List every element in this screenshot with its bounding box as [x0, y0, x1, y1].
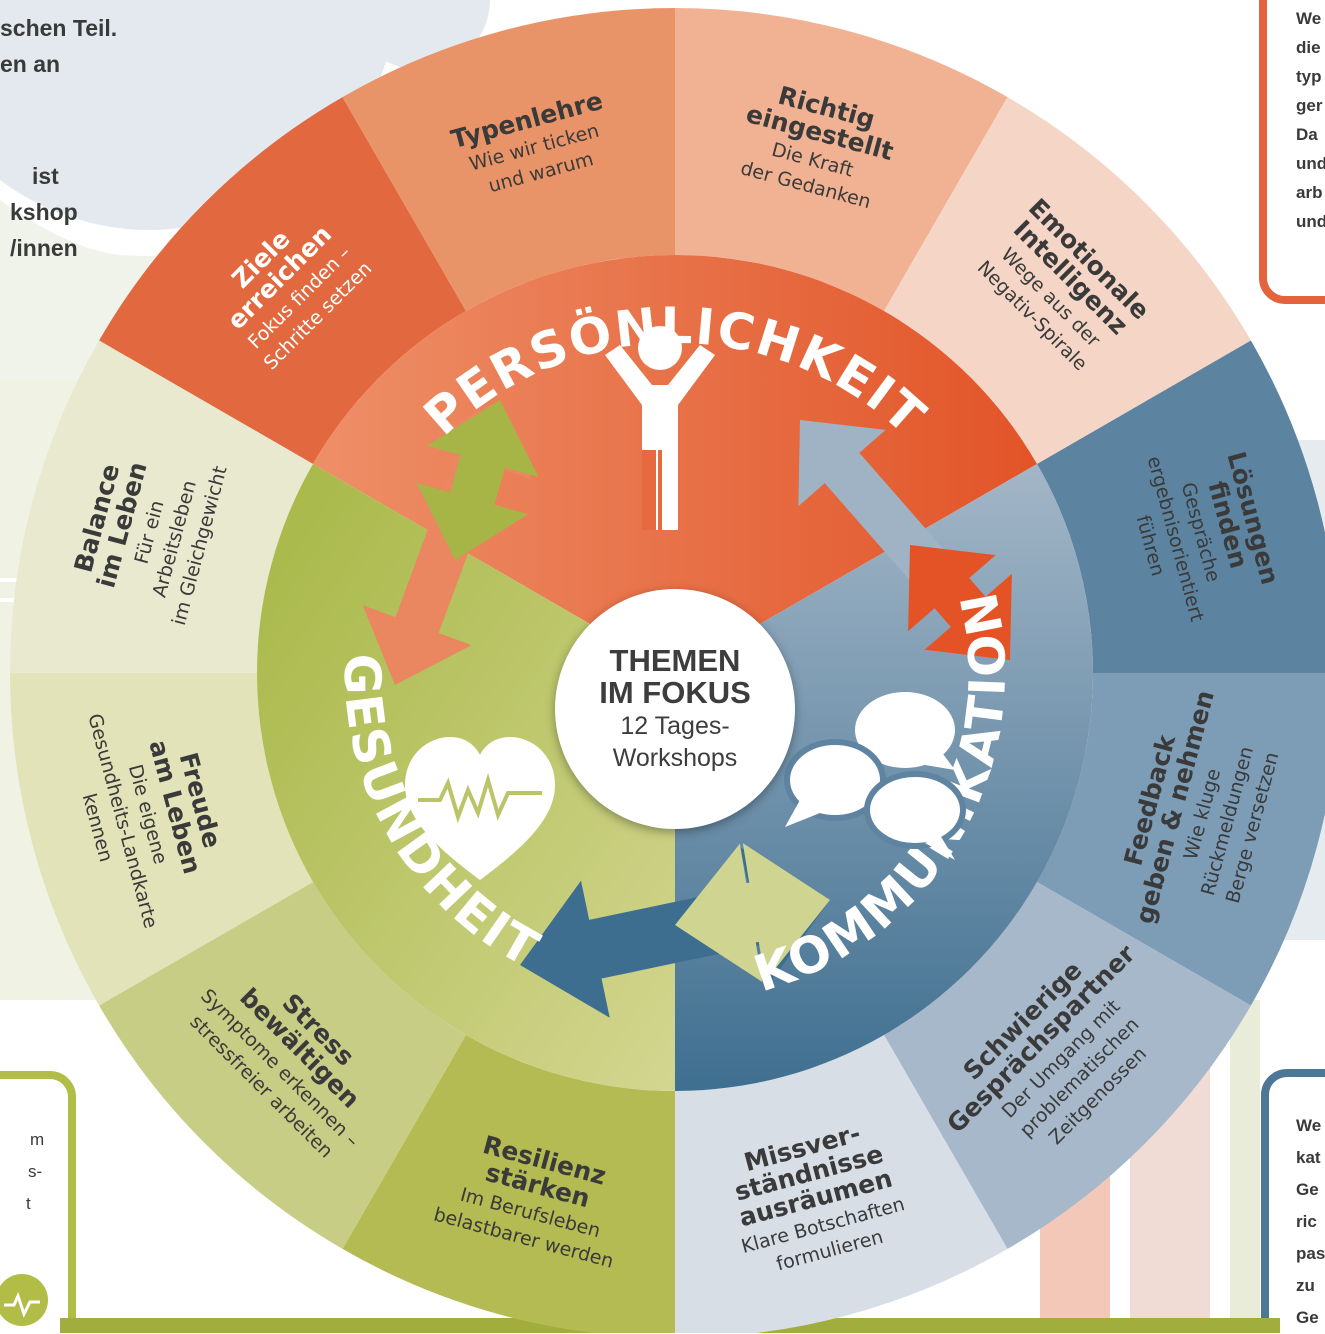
pulse-line-icon [4, 1291, 40, 1318]
box-line: typ [1296, 67, 1322, 86]
outer-segment [99, 97, 466, 464]
outer-segment [10, 673, 314, 1006]
left-text-block-1: schen Teil. en an [0, 10, 117, 82]
box-line: s- [28, 1162, 43, 1181]
outer-segment [1037, 673, 1325, 1006]
left-text-line: /innen [10, 235, 78, 261]
outer-segment [675, 8, 1008, 312]
bg-bar-3 [1230, 1000, 1260, 1333]
box-line: die [1296, 38, 1321, 57]
box-line: Ge [1296, 1180, 1319, 1199]
person-arms-raised-icon [605, 326, 715, 530]
box-line: We [1296, 1116, 1322, 1135]
ring-icons [405, 326, 966, 880]
center-circle: THEMEN IM FOKUS 12 Tages- Workshops [555, 589, 795, 829]
info-box-bottom-left [0, 1071, 76, 1333]
outer-segment [884, 97, 1251, 464]
box-line: und [1296, 154, 1325, 173]
box-line: t [26, 1194, 31, 1213]
center-subtitle-line-2: Workshops [612, 744, 738, 772]
left-text-block-2: ist kshop /innen [10, 158, 78, 266]
center-title-line-1: THEMEN [609, 643, 741, 678]
outer-segment [884, 882, 1251, 1249]
double-arrow-left-upper [416, 399, 539, 560]
left-text-line: kshop [10, 199, 78, 225]
outer-segment [675, 1035, 1008, 1333]
left-text-line: schen Teil. [0, 15, 118, 41]
double-arrow-bottom-right [675, 843, 830, 982]
box-line: Ge [1296, 1308, 1319, 1327]
right-box-bottom-text: We kat Ge ric pas zu Ge [1296, 1110, 1325, 1334]
left-text-line: ist [32, 163, 59, 189]
box-line: Da [1296, 125, 1318, 144]
outer-segment [99, 882, 466, 1249]
outer-segment [342, 1035, 675, 1333]
box-line: m [30, 1130, 45, 1149]
outer-segment [342, 8, 675, 312]
info-box-bottom-right [1261, 1069, 1325, 1333]
left-box-bottom-text: m s- t [12, 1124, 44, 1220]
heart-pulse-badge [0, 1274, 48, 1326]
left-text-line: en an [0, 51, 61, 77]
outer-segment [1037, 340, 1325, 673]
box-line: pas [1296, 1244, 1325, 1263]
outer-segment [10, 340, 314, 673]
segment-label: LösungenfindenGesprächeergebnisorientier… [1132, 449, 1285, 624]
double-arrow-right-lower [908, 545, 1012, 661]
box-line: kat [1296, 1148, 1321, 1167]
right-box-top-text: We die typ ger Da und arb und [1296, 4, 1325, 236]
heart-pulse-icon [405, 737, 555, 880]
outer-segments [10, 8, 1325, 1333]
center-subtitle-line-1: 12 Tages- [620, 712, 730, 740]
info-box-top-right [1259, 0, 1325, 304]
box-line: und [1296, 212, 1325, 231]
box-line: zu [1296, 1276, 1315, 1295]
center-title-line-2: IM FOKUS [599, 675, 751, 710]
box-line: ger [1296, 96, 1323, 115]
box-line: arb [1296, 183, 1323, 202]
box-line: ric [1296, 1212, 1317, 1231]
box-line: We [1296, 9, 1322, 28]
speech-bubbles-icon [784, 692, 966, 860]
